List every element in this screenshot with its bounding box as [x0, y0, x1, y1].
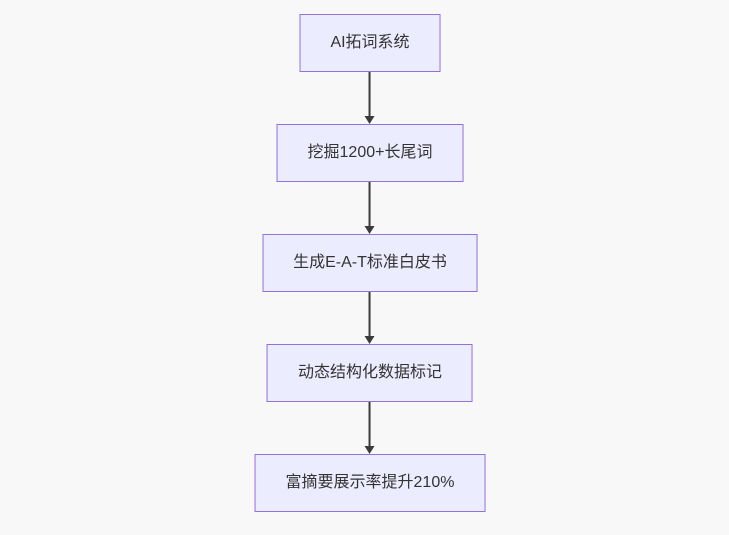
flow-arrow-1-2 — [365, 72, 375, 124]
arrow-line — [369, 292, 371, 336]
flow-arrow-3-4 — [365, 292, 375, 344]
flow-node-3: 生成E-A-T标准白皮书 — [262, 234, 478, 292]
flow-node-4-label: 动态结构化数据标记 — [297, 364, 442, 381]
flowchart: AI拓词系统 挖掘1200+长尾词 生成E-A-T标准白皮书 动态结构化数据标记 — [254, 14, 486, 512]
flow-arrow-4-5 — [365, 402, 375, 454]
flow-node-2-label: 挖掘1200+长尾词 — [307, 144, 433, 161]
arrow-line — [369, 402, 371, 446]
flow-node-1-label: AI拓词系统 — [330, 34, 410, 51]
flow-node-2: 挖掘1200+长尾词 — [276, 124, 464, 182]
arrowhead-down-icon — [365, 336, 375, 344]
flow-arrow-2-3 — [365, 182, 375, 234]
arrow-line — [369, 72, 371, 116]
flow-node-3-label: 生成E-A-T标准白皮书 — [293, 254, 447, 271]
flow-node-5: 富摘要展示率提升210% — [254, 454, 486, 512]
flow-node-4: 动态结构化数据标记 — [266, 344, 473, 402]
flow-node-1: AI拓词系统 — [299, 14, 441, 72]
arrowhead-down-icon — [365, 116, 375, 124]
arrow-line — [369, 182, 371, 226]
arrowhead-down-icon — [365, 446, 375, 454]
flow-node-5-label: 富摘要展示率提升210% — [285, 474, 455, 491]
arrowhead-down-icon — [365, 226, 375, 234]
